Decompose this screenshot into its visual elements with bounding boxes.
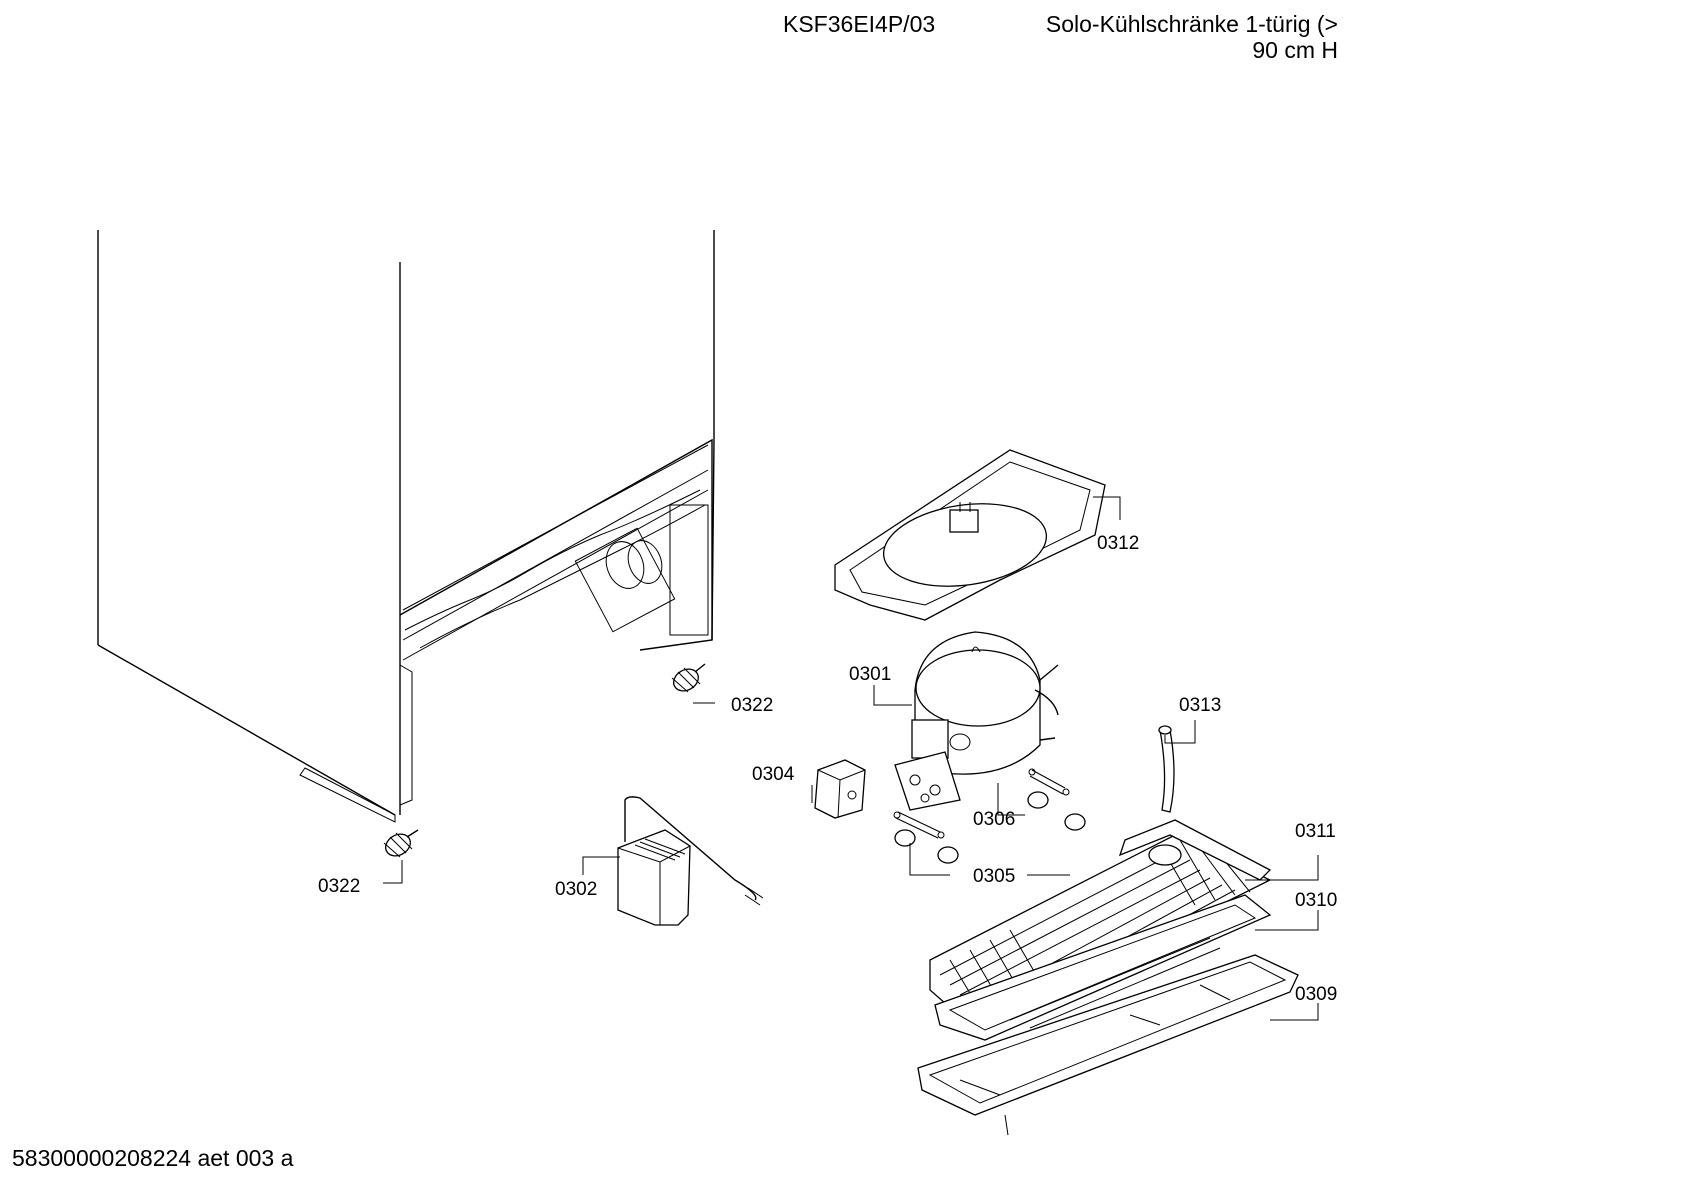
hose [1158, 725, 1175, 813]
refrigerator-cabinet [97, 230, 715, 823]
callout-0312: 0312 [1097, 533, 1139, 554]
callout-0310: 0310 [1295, 890, 1337, 911]
leveling-foot-lower [383, 829, 419, 858]
leveling-foot-upper [671, 663, 706, 693]
callout-0313: 0313 [1179, 695, 1221, 716]
description-line-1: Solo-Kühlschränke 1-türig (> [1045, 11, 1338, 37]
callout-0304: 0304 [752, 764, 795, 785]
callout-0302: 0302 [555, 879, 597, 900]
mounting-clips [893, 768, 1070, 839]
model-number: KSF36EI4P/03 [783, 11, 936, 37]
document-id: 58300000208224 aet 003 a [12, 1145, 294, 1171]
compressor [894, 631, 1059, 811]
callout-0322-upper: 0322 [731, 695, 773, 716]
callout-0311: 0311 [1295, 821, 1336, 842]
description-line-2: 90 cm H [1252, 37, 1338, 63]
callout-0305: 0305 [973, 866, 1015, 887]
evaporation-plate [934, 894, 1272, 1041]
callout-0301: 0301 [849, 664, 891, 685]
product-description: Solo-Kühlschränke 1-türig (> 90 cm H [1030, 11, 1338, 63]
callout-0306: 0306 [973, 809, 1015, 830]
drip-tray [834, 449, 1106, 621]
callout-0322-lower: 0322 [318, 876, 360, 897]
base-plate [917, 954, 1299, 1136]
callout-0309: 0309 [1295, 984, 1337, 1005]
control-box [617, 796, 764, 926]
compressor-grommets [894, 791, 1086, 864]
leader-lines [383, 496, 1319, 1021]
start-relay [814, 759, 866, 819]
